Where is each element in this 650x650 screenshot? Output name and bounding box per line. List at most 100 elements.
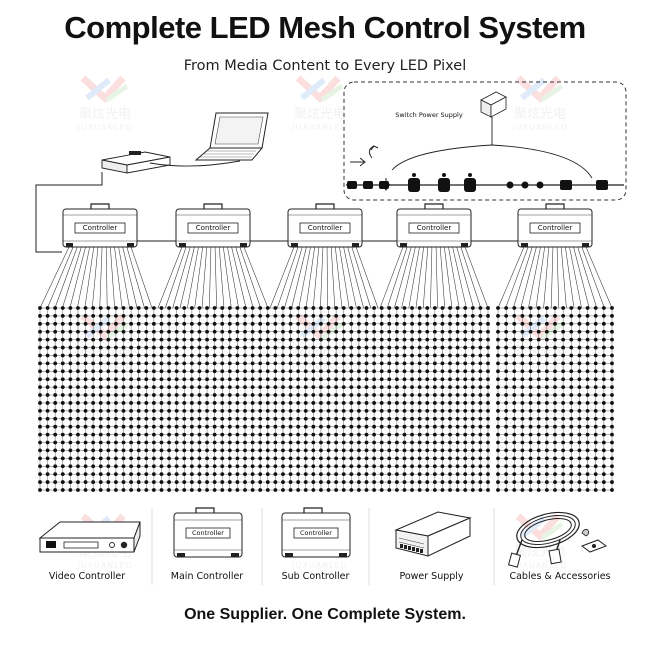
led-pixel (601, 345, 606, 350)
led-pixel (553, 353, 557, 358)
led-pixel (212, 314, 217, 318)
led-pixel (227, 369, 232, 374)
led-pixel (341, 424, 346, 429)
led-pixel (341, 464, 346, 469)
led-pixel (593, 432, 598, 437)
led-pixel (296, 321, 301, 326)
led-pixel (610, 353, 614, 358)
led-pixel (455, 329, 460, 334)
led-pixel (326, 424, 331, 429)
led-pixel (463, 408, 468, 413)
case-handle (90, 203, 110, 209)
led-pixel (136, 306, 141, 310)
led-pixel (561, 456, 566, 461)
catalog-label-video-controller: Video Controller (48, 571, 126, 582)
led-node (438, 178, 450, 192)
led-pixel (243, 385, 247, 390)
led-pixel (114, 464, 118, 469)
led-pixel (357, 464, 361, 469)
led-pixel (478, 488, 483, 492)
led-pixel (311, 329, 316, 334)
led-pixel (53, 472, 58, 477)
led-pixel (448, 416, 452, 421)
led-pixel (470, 424, 475, 429)
led-pixel (553, 432, 557, 437)
led-pixel (357, 361, 361, 366)
led-pixel (425, 393, 430, 397)
led-pixel (174, 448, 179, 453)
led-pixel (364, 432, 369, 437)
led-pixel (220, 385, 225, 390)
led-pixel (402, 424, 407, 429)
led-pixel (212, 480, 217, 484)
led-pixel (601, 472, 606, 477)
psu-terminal (404, 545, 407, 549)
led-pixel (470, 377, 475, 382)
led-pixel (463, 456, 468, 461)
led-pixel (227, 337, 232, 342)
led-pixel (326, 416, 331, 421)
led-pixel (536, 321, 541, 326)
led-pixel (561, 361, 566, 366)
led-pixel (425, 353, 430, 358)
connector-plug (363, 181, 373, 189)
led-pixel (68, 337, 73, 342)
led-pixel (296, 456, 301, 461)
led-pixel (372, 408, 377, 413)
led-pixel (569, 393, 574, 397)
led-pixel (372, 424, 377, 429)
led-pixel (250, 448, 255, 453)
led-pixel (311, 408, 316, 413)
led-pixel (372, 472, 377, 477)
led-pixel (496, 337, 500, 342)
led-pixel (577, 424, 582, 429)
led-pixel (303, 424, 308, 429)
led-pixel (455, 369, 460, 374)
led-pixel (528, 408, 533, 413)
led-pixel (372, 345, 377, 350)
led-pixel (536, 464, 541, 469)
fan-line (560, 246, 567, 309)
led-pixel (326, 337, 331, 342)
led-pixel (410, 385, 414, 390)
led-pixel (296, 401, 301, 405)
led-pixel (288, 401, 293, 405)
led-pixel (136, 432, 141, 437)
led-pixel (504, 393, 509, 397)
led-pixel (341, 361, 346, 366)
led-pixel (520, 424, 525, 429)
led-pixel (227, 345, 232, 350)
led-pixel (60, 480, 65, 484)
led-pixel (68, 408, 73, 413)
led-pixel (561, 448, 566, 453)
led-pixel (53, 440, 58, 445)
led-pixel (486, 424, 490, 429)
led-pixel (553, 440, 557, 445)
catalog-label-power-supply: Power Supply (399, 571, 464, 582)
led-pixel (144, 306, 149, 310)
led-pixel (174, 456, 179, 461)
led-pixel (281, 345, 285, 350)
led-pixel (326, 314, 331, 318)
led-pixel (387, 401, 392, 405)
led-pixel (212, 401, 217, 405)
led-pixel (553, 488, 557, 492)
led-pixel (235, 424, 240, 429)
led-pixel (417, 314, 422, 318)
led-pixel (212, 416, 217, 421)
led-pixel (486, 369, 490, 374)
led-pixel (334, 393, 339, 397)
led-pixel (569, 329, 574, 334)
led-pixel (585, 377, 590, 382)
led-pixel (417, 408, 422, 413)
led-pixel (60, 488, 65, 492)
led-pixel (174, 472, 179, 477)
led-pixel (303, 416, 308, 421)
led-pixel (243, 393, 247, 397)
led-pixel (357, 314, 361, 318)
led-pixel (410, 424, 414, 429)
led-pixel (372, 432, 377, 437)
led-pixel (281, 353, 285, 358)
led-pixel (258, 329, 263, 334)
fan-line (291, 246, 307, 309)
